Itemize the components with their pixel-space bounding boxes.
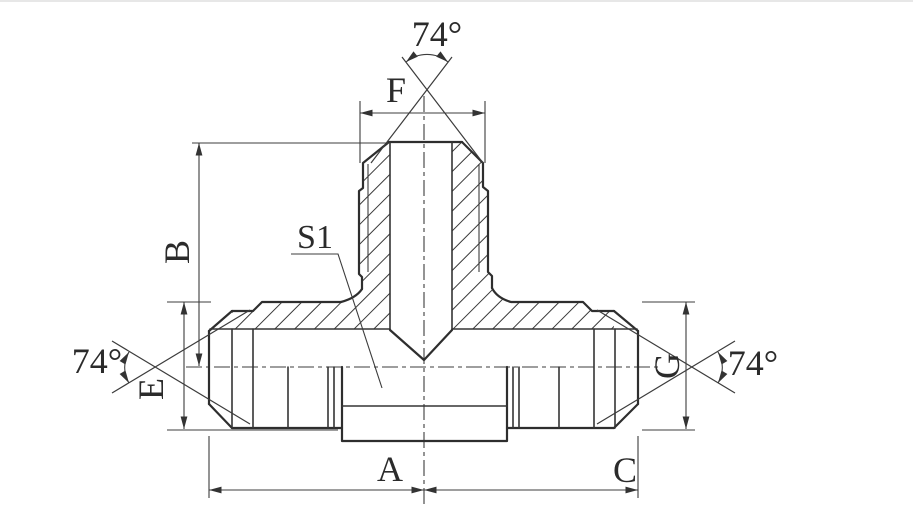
branch-right-runout xyxy=(490,286,513,304)
angle-arc-right xyxy=(717,351,728,384)
angle-label-right: 74° xyxy=(728,343,778,383)
dim-label-e: E xyxy=(131,378,171,400)
branch-left-wall xyxy=(357,140,391,291)
dim-label-f: F xyxy=(386,70,406,110)
page-top-border xyxy=(0,0,913,2)
dim-a: A xyxy=(208,436,424,498)
dim-label-c: C xyxy=(613,450,637,490)
angle-label-top: 74° xyxy=(412,14,462,54)
s1-leader-line xyxy=(291,253,383,389)
section-hatching xyxy=(232,142,614,329)
left-nose-chamfers xyxy=(207,309,234,430)
angle-arc-left xyxy=(119,351,130,384)
dim-e-extension-lines xyxy=(167,301,338,431)
branch-bore-walls xyxy=(389,141,453,331)
hatch-region-left xyxy=(232,142,390,329)
angle-arc-top xyxy=(405,51,449,63)
internal-lines xyxy=(209,141,638,429)
dim-f: F xyxy=(359,70,486,163)
dim-label-b: B xyxy=(157,240,197,264)
callout-s1: S1 xyxy=(291,219,383,389)
dim-g: G xyxy=(642,301,695,431)
angle-dim-right: 74° xyxy=(596,309,778,425)
right-body-top xyxy=(509,300,616,313)
dim-label-s1: S1 xyxy=(297,219,333,256)
branch-cone-tip xyxy=(388,328,454,362)
right-nose-chamfers xyxy=(612,309,640,430)
cone-construction-lines-right xyxy=(596,309,736,425)
left-port-thread-lines xyxy=(231,328,335,429)
dim-label-a: A xyxy=(377,449,403,489)
branch-left-runout xyxy=(339,287,364,304)
angle-dim-top: 74° xyxy=(370,14,484,164)
branch-thread-minor-lines xyxy=(367,164,480,272)
hatch-region-right xyxy=(452,142,614,329)
hex-silhouette xyxy=(340,365,509,443)
dim-b: B xyxy=(157,142,388,366)
dim-label-g: G xyxy=(647,353,687,379)
dim-c: C xyxy=(424,436,639,498)
left-body-top xyxy=(230,300,343,313)
right-port-thread-lines xyxy=(512,328,616,429)
dim-e: E xyxy=(131,301,338,431)
angle-label-left: 74° xyxy=(72,341,122,381)
centerlines xyxy=(186,96,660,504)
